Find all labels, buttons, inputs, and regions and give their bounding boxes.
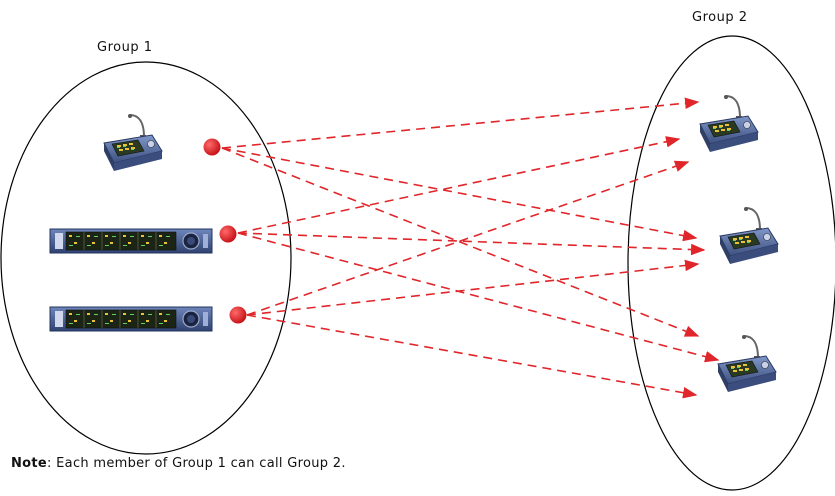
connection-1-1 [221, 97, 700, 149]
call-origin-dot-icon [219, 225, 237, 243]
connection-2-3 [237, 232, 720, 363]
note-body: : Each member of Group 1 can call Group … [47, 456, 346, 471]
connection-1-3 [221, 147, 700, 337]
connection-2-1 [237, 136, 681, 234]
connection-3-1 [246, 160, 690, 316]
note-text: Note: Each member of Group 1 can call Gr… [11, 456, 346, 471]
group1-label: Group 1 [97, 40, 153, 55]
group1-desk-station-icon [103, 113, 163, 172]
group2-ellipse [627, 35, 835, 491]
connection-3-2 [246, 259, 700, 316]
call-origin-dot-icon [203, 138, 221, 156]
connection-1-2 [221, 147, 698, 242]
group2-desk-station-3-icon [717, 334, 777, 393]
group1-rack-unit-2-icon [49, 306, 213, 332]
group2-desk-station-1-icon [699, 94, 759, 153]
group2-desk-station-2-icon [719, 206, 779, 265]
connection-2-2 [237, 232, 706, 256]
connections [221, 97, 720, 399]
call-origin-dots [203, 138, 247, 324]
group2-label: Group 2 [692, 10, 748, 25]
group1-rack-unit-1-icon [49, 228, 213, 254]
call-origin-dot-icon [229, 306, 247, 324]
note-prefix: Note [11, 456, 48, 471]
group1-ellipse [0, 61, 292, 455]
connection-3-3 [246, 314, 698, 399]
